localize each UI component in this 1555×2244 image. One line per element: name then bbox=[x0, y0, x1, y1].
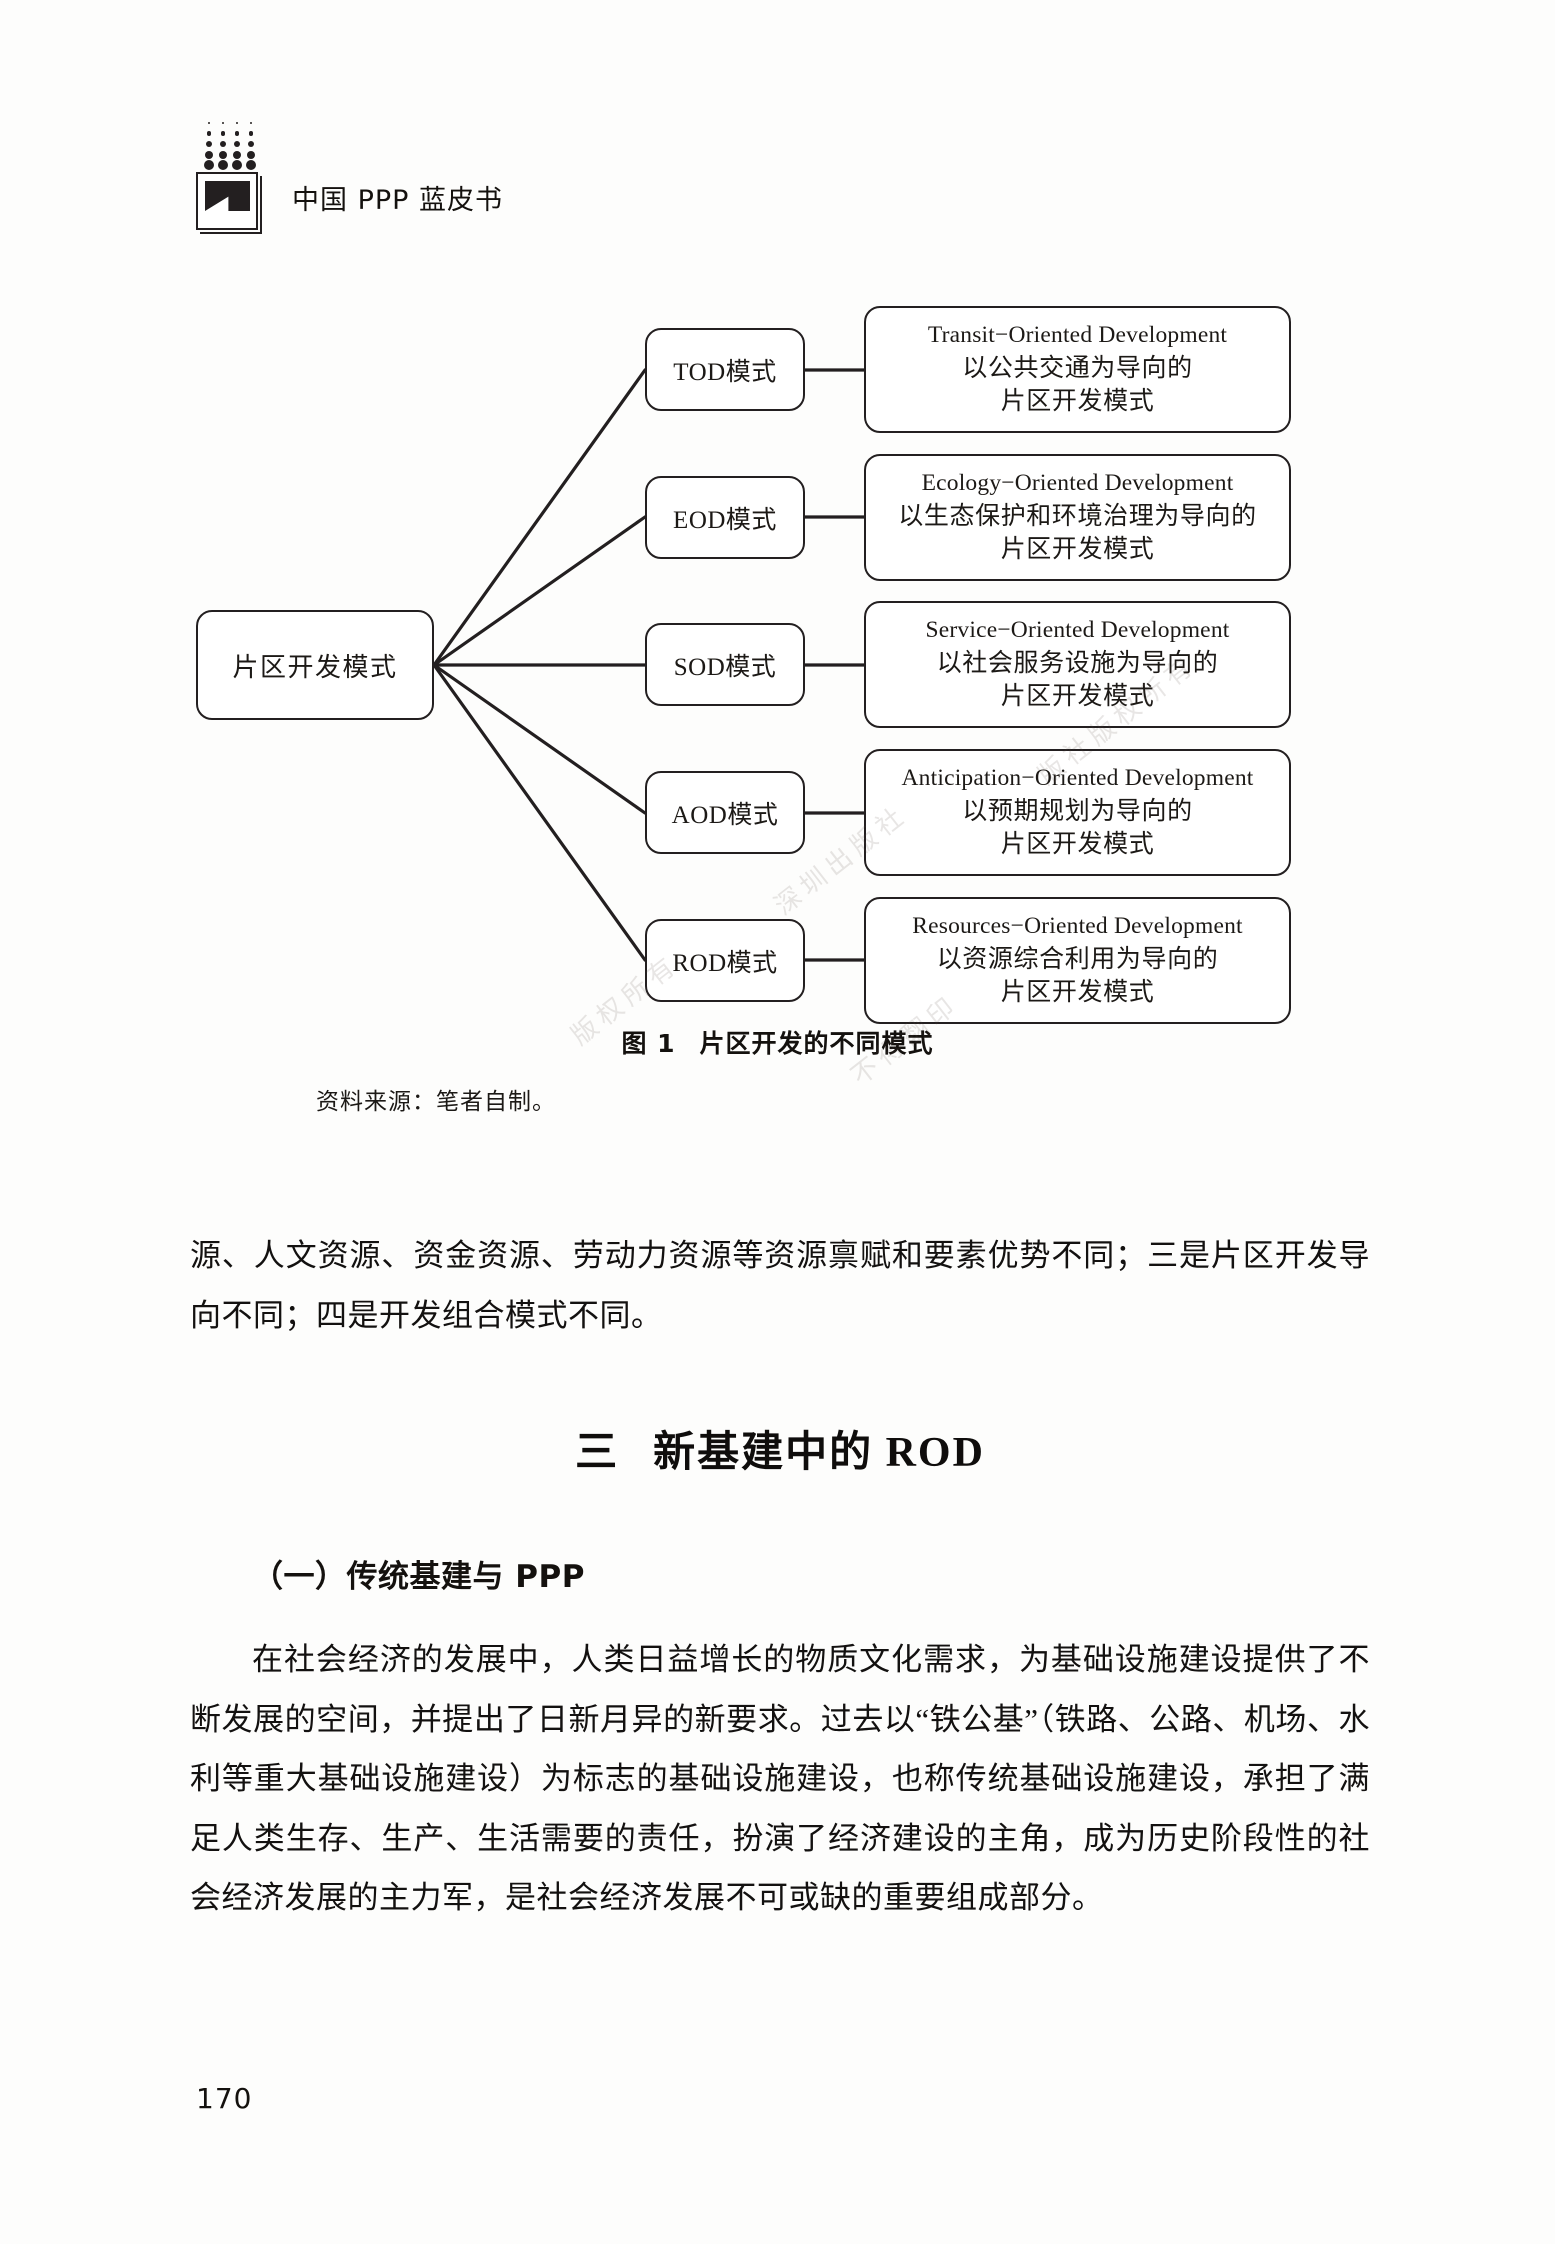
eod-desc-cn2: 片区开发模式 bbox=[1000, 536, 1155, 564]
tod-desc-cn2: 片区开发模式 bbox=[1000, 388, 1155, 416]
figure-caption: 图 1 片区开发的不同模式 bbox=[196, 1024, 1359, 1060]
section-number: 三 bbox=[575, 1430, 620, 1476]
diagram-desc-eod[interactable]: Ecology−Oriented Development 以生态保护和环境治理为… bbox=[864, 454, 1291, 581]
sod-desc-cn1: 以社会服务设施为导向的 bbox=[936, 649, 1219, 677]
sod-desc-cn2: 片区开发模式 bbox=[1000, 683, 1155, 711]
eod-desc-cn1: 以生态保护和环境治理为导向的 bbox=[898, 502, 1257, 530]
body-paragraph-1: 源、人文资源、资金资源、劳动力资源等资源禀赋和要素优势不同；三是片区开发导向不同… bbox=[190, 1238, 1370, 1333]
eod-label: EOD模式 bbox=[673, 506, 777, 534]
diagram-desc-sod[interactable]: Service−Oriented Development 以社会服务设施为导向的… bbox=[864, 601, 1291, 728]
root-label: 片区开发模式 bbox=[232, 652, 398, 682]
diagram-node-tod[interactable]: TOD模式 bbox=[645, 328, 805, 411]
section-heading: 三新基建中的 ROD bbox=[190, 1418, 1370, 1479]
eod-desc-en: Ecology−Oriented Development bbox=[921, 470, 1234, 497]
body-paragraph-2: 在社会经济的发展中，人类日益增长的物质文化需求，为基础设施建设提供了不断发展的空… bbox=[190, 1642, 1370, 1916]
rod-desc-cn1: 以资源综合利用为导向的 bbox=[936, 945, 1219, 973]
page-number: 170 bbox=[196, 2082, 253, 2115]
diagram-connector-lines bbox=[432, 368, 866, 962]
sod-label: SOD模式 bbox=[673, 653, 777, 681]
figure-caption-number: 图 1 bbox=[621, 1029, 676, 1058]
aod-desc-cn2: 片区开发模式 bbox=[1000, 831, 1155, 859]
figure-source: 资料来源：笔者自制。 bbox=[316, 1089, 556, 1114]
diagram-desc-rod[interactable]: Resources−Oriented Development 以资源综合利用为导… bbox=[864, 897, 1291, 1024]
diagram-node-eod[interactable]: EOD模式 bbox=[645, 476, 805, 559]
header-title: 中国 PPP 蓝皮书 bbox=[292, 185, 504, 216]
diagram-node-aod[interactable]: AOD模式 bbox=[645, 771, 805, 854]
rod-desc-cn2: 片区开发模式 bbox=[1000, 979, 1155, 1007]
diagram-desc-tod[interactable]: Transit−Oriented Development 以公共交通为导向的 片… bbox=[864, 306, 1291, 433]
rod-label: ROD模式 bbox=[672, 949, 778, 977]
sod-desc-en: Service−Oriented Development bbox=[925, 617, 1230, 644]
tod-desc-cn1: 以公共交通为导向的 bbox=[962, 354, 1193, 382]
gradient-dot-grid-icon bbox=[204, 118, 262, 171]
aod-label: AOD模式 bbox=[671, 801, 779, 829]
diagram-node-rod[interactable]: ROD模式 bbox=[645, 919, 805, 1002]
section-title: 新基建中的 ROD bbox=[653, 1430, 985, 1476]
tod-label: TOD模式 bbox=[673, 358, 777, 386]
book-bookmark-logo-icon bbox=[196, 172, 262, 234]
aod-desc-en: Anticipation−Oriented Development bbox=[901, 765, 1254, 792]
diagram-desc-aod[interactable]: Anticipation−Oriented Development 以预期规划为… bbox=[864, 749, 1291, 876]
bookmark-flag-icon bbox=[205, 181, 250, 211]
running-header: 中国 PPP 蓝皮书 bbox=[196, 118, 504, 234]
figure-block: 片区开发模式 TOD模式 EOD模式 SOD模式 AOD模式 ROD模式 Tra… bbox=[196, 300, 1359, 1114]
publisher-logo bbox=[196, 118, 270, 234]
sub-heading: （一）传统基建与 PPP bbox=[252, 1559, 585, 1595]
tod-desc-en: Transit−Oriented Development bbox=[927, 322, 1228, 349]
figure-caption-title: 片区开发的不同模式 bbox=[699, 1029, 934, 1058]
diagram-node-sod[interactable]: SOD模式 bbox=[645, 623, 805, 706]
rod-desc-en: Resources−Oriented Development bbox=[912, 913, 1243, 940]
aod-desc-cn1: 以预期规划为导向的 bbox=[962, 797, 1193, 825]
diagram-node-root[interactable]: 片区开发模式 bbox=[196, 610, 434, 720]
